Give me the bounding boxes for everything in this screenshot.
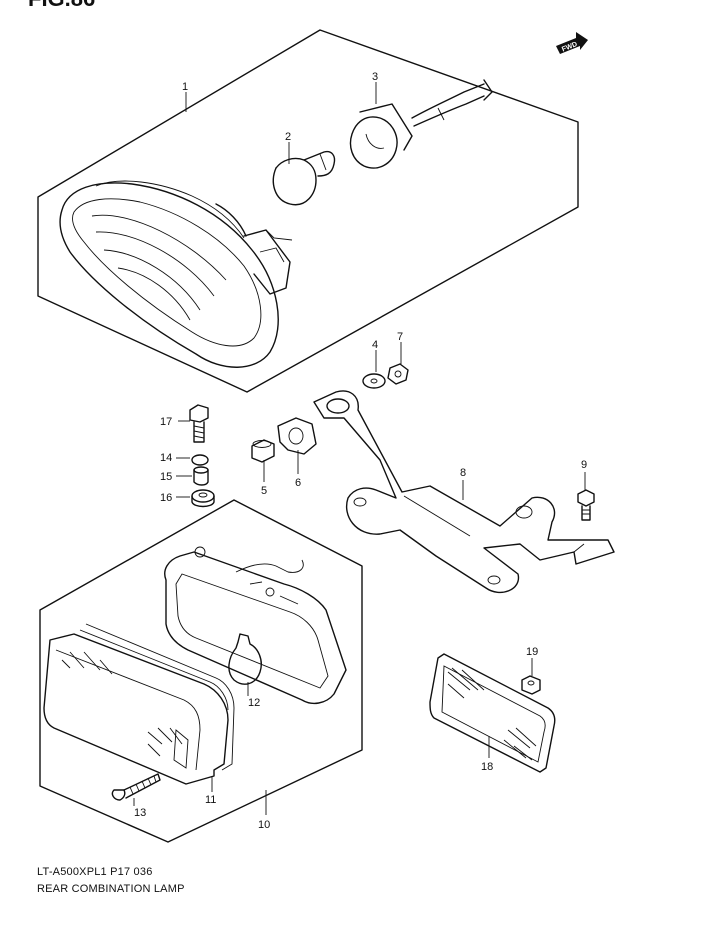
bracket-8: [313, 390, 615, 593]
screw-13: [111, 773, 161, 801]
spacer-5: [251, 439, 275, 463]
license-lamp-housing: [164, 546, 347, 705]
callout-4: 4: [372, 339, 378, 351]
callout-2: 2: [285, 131, 291, 143]
leader-lines: [133, 82, 586, 815]
grommet-16: [191, 489, 215, 508]
callout-12: 12: [248, 697, 260, 709]
fwd-label: FWD: [561, 41, 578, 53]
callout-9: 9: [581, 459, 587, 471]
nut-7: [387, 363, 409, 385]
lens-11: [43, 623, 235, 785]
figure-title: FIG.86: [28, 0, 95, 11]
collar-6: [277, 417, 317, 455]
bulb-12: [228, 633, 262, 685]
callout-6: 6: [295, 477, 301, 489]
tail-lamp-housing: [59, 180, 293, 368]
callout-11: 11: [205, 794, 216, 806]
callout-17: 17: [160, 416, 172, 428]
bolt-9: [577, 489, 595, 521]
callout-14: 14: [160, 452, 172, 464]
callout-7: 7: [397, 331, 403, 343]
assembly-10-box: [39, 499, 363, 843]
callout-10: 10: [258, 819, 270, 831]
bulb-2: [272, 150, 336, 206]
diagram-title: REAR COMBINATION LAMP: [37, 883, 185, 895]
callout-13: 13: [134, 807, 146, 819]
diagram-code: LT-A500XPL1 P17 036: [37, 866, 153, 878]
callout-16: 16: [160, 492, 172, 504]
callout-1: 1: [182, 81, 188, 93]
callout-3: 3: [372, 71, 378, 83]
assembly-1-box: [37, 29, 579, 393]
callout-15: 15: [160, 471, 172, 483]
callout-18: 18: [481, 761, 493, 773]
nut-19: [521, 675, 541, 695]
socket-3: [349, 79, 493, 169]
callout-5: 5: [261, 485, 267, 497]
callout-19: 19: [526, 646, 538, 658]
fwd-arrow-icon: FWD: [556, 32, 588, 54]
callout-8: 8: [460, 467, 466, 479]
bolt-17: [189, 404, 209, 443]
washer-14: [191, 454, 209, 466]
washer-4: [362, 373, 386, 389]
reflector-18: [429, 653, 556, 773]
collar-15: [193, 466, 209, 486]
